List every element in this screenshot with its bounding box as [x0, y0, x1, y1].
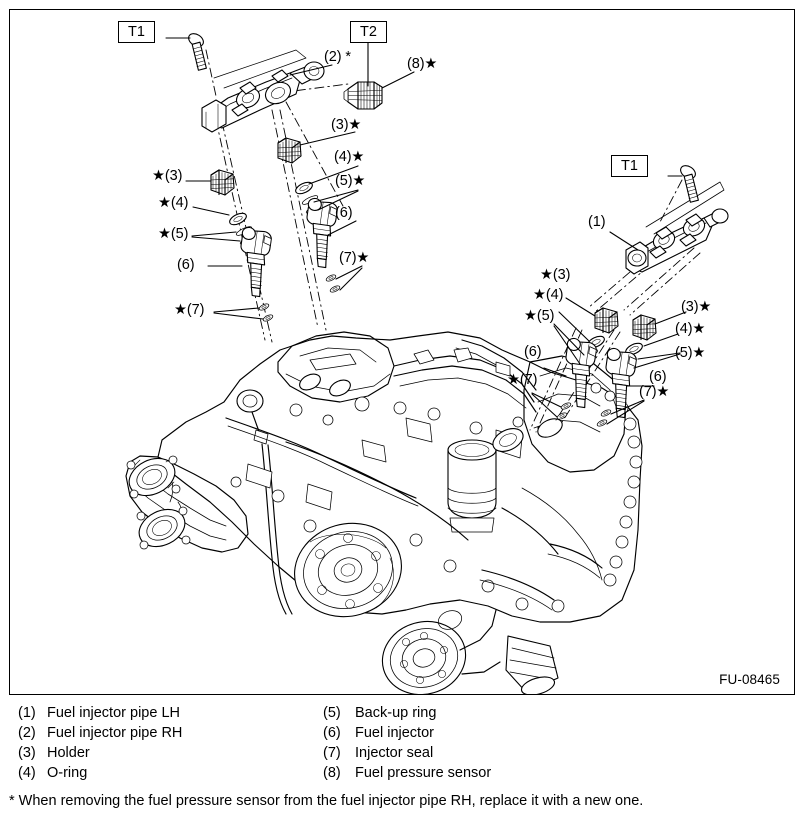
callout-7-injector-seal-mid: (7)★	[339, 250, 370, 266]
callout-3-holder-right-inner: ★(3)	[540, 267, 571, 283]
callout-4-oring-right-outer: (4)★	[675, 321, 706, 337]
toolbox-t2-label: T2	[360, 24, 377, 40]
exploded-view-illustration: .ln { fill:none; stroke:#000; stroke-wid…	[125, 29, 729, 694]
legend-label: Fuel pressure sensor	[355, 765, 492, 781]
legend-grid: (1) Fuel injector pipe LH (5) Back-up ri…	[9, 705, 795, 781]
legend-label: Fuel injector pipe LH	[47, 705, 180, 721]
legend-number: (8)	[323, 765, 341, 781]
legend-number: (7)	[323, 745, 341, 761]
figure-frame: .ln { fill:none; stroke:#000; stroke-wid…	[9, 9, 795, 695]
callout-5-backup-ring-left: ★(5)	[158, 226, 189, 242]
callout-2-fuel-injector-pipe-rh: (2) *	[324, 49, 351, 65]
callout-4-oring-left: ★(4)	[158, 195, 189, 211]
callout-4-oring-mid: (4)★	[334, 149, 365, 165]
legend-number: (4)	[18, 765, 36, 781]
fuel-injector-pipe-lh-group	[529, 161, 729, 433]
legend-label: Holder	[47, 745, 90, 761]
legend-label: Fuel injector	[355, 725, 434, 741]
callout-5-backup-ring-right-inner: ★(5)	[524, 308, 555, 324]
callout-6-fuel-injector-left: (6)	[177, 257, 195, 273]
legend-number: (3)	[18, 745, 36, 761]
callout-7-injector-seal-left: ★(7)	[174, 302, 205, 318]
toolbox-t1-right: T1	[611, 155, 648, 177]
callout-7-injector-seal-right-outer: (7)★	[639, 384, 670, 400]
callout-3-holder-right-outer: (3)★	[681, 299, 712, 315]
legend-label: Back-up ring	[355, 705, 437, 721]
toolbox-t2: T2	[350, 21, 387, 43]
toolbox-t1-left-label: T1	[128, 24, 145, 40]
legend-label: Injector seal	[355, 745, 434, 761]
callout-6-fuel-injector-right-outer: (6)	[649, 369, 667, 385]
legend-number: (5)	[323, 705, 341, 721]
legend-number: (2)	[18, 725, 36, 741]
legend-number: (1)	[18, 705, 36, 721]
legend-number: (6)	[323, 725, 341, 741]
callout-3-holder-left: ★(3)	[152, 168, 183, 184]
callout-6-fuel-injector-right-inner: (6)	[524, 344, 542, 360]
callout-5-backup-ring-right-outer: (5)★	[675, 345, 706, 361]
callout-6-fuel-injector-mid: (6)	[335, 205, 353, 221]
engine-assembly-drawing	[125, 331, 643, 694]
legend-label: Fuel injector pipe RH	[47, 725, 183, 741]
fuel-injector-pipe-rh-group	[165, 29, 415, 343]
callout-4-oring-right-inner: ★(4)	[533, 287, 564, 303]
legend-label: O-ring	[47, 765, 88, 781]
figure-id: FU-08465	[719, 672, 780, 687]
legend-footnote: * When removing the fuel pressure sensor…	[9, 793, 644, 809]
callout-3-holder-mid-upper: (3)★	[331, 117, 362, 133]
callout-5-backup-ring-mid: (5)★	[335, 173, 366, 189]
legend: (1) Fuel injector pipe LH (5) Back-up ri…	[9, 705, 795, 781]
toolbox-t1-left: T1	[118, 21, 155, 43]
callout-1-fuel-injector-pipe-lh: (1)	[588, 214, 606, 230]
callout-8-fuel-pressure-sensor: (8)★	[407, 56, 438, 72]
toolbox-t1-right-label: T1	[621, 158, 638, 174]
callout-7-injector-seal-right-inner: ★(7)	[507, 372, 538, 388]
